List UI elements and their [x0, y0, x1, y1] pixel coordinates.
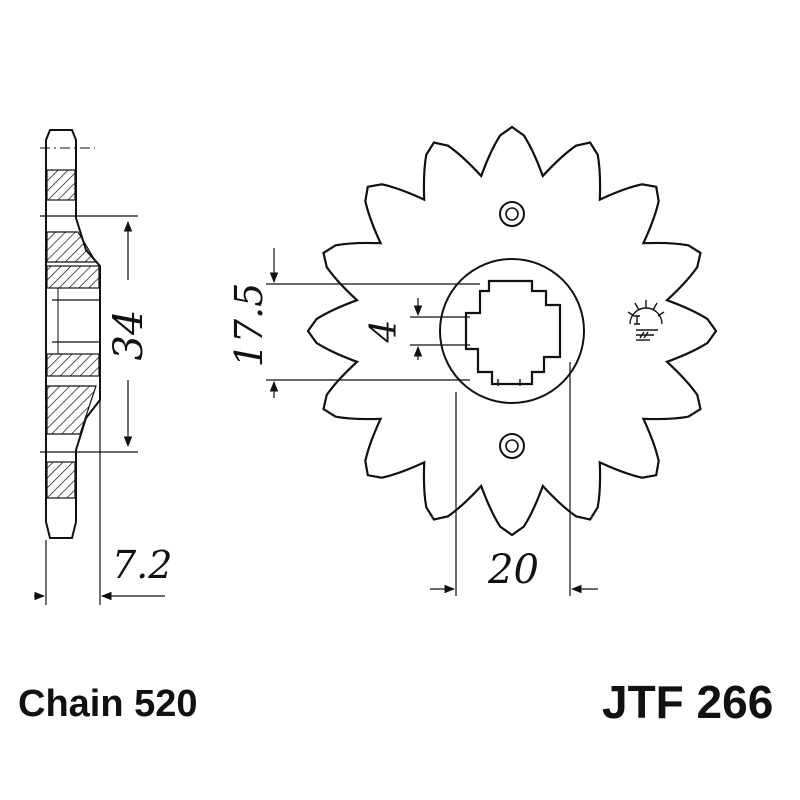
spline-bore [464, 279, 562, 386]
bolt-spacing-label: 20 [487, 547, 539, 593]
hub-thickness-label: 7.2 [112, 543, 172, 587]
hub-circle [439, 258, 585, 404]
upper-bolt-hole [499, 201, 525, 227]
side-section-view: 34 7.2 [34, 129, 172, 605]
sprocket-outline [306, 125, 718, 537]
sprocket-front-view: 17.5 4 20 [227, 125, 718, 596]
key-width-label: 4 [364, 320, 405, 344]
lower-bolt-hole [499, 433, 525, 459]
bore-diameter-label: 34 [106, 310, 152, 361]
chain-size-label: Chain 520 [18, 683, 198, 725]
spline-height-label: 17.5 [227, 283, 271, 368]
jt-sun-logo-icon [627, 300, 665, 341]
part-number-label: JTF 266 [602, 676, 773, 728]
